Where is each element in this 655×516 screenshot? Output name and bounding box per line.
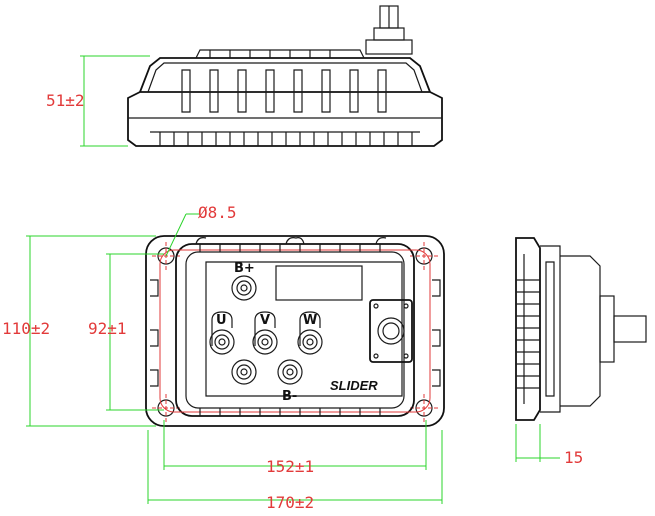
terminal-b-plus: B+ [231,261,257,301]
dim-overall-height: 110±2 [2,235,156,427]
label-area [275,265,363,301]
side-view [515,237,647,421]
dim-overall-width-label: 170±2 [266,493,314,512]
top-connector [365,5,413,55]
terminal-b-minus-label: B- [282,389,297,404]
dim-inner-height-label: 92±1 [88,319,127,338]
terminal-v-label: V [260,313,270,328]
dim-overall-width: 170±2 [147,430,443,512]
side-shaft [599,295,615,363]
terminal-v: V [252,311,278,355]
dim-overall-height-label: 110±2 [2,319,50,338]
front-plan-view: B+ U V W [145,235,445,427]
dim-height-label: 51±2 [46,91,85,110]
dim-inner-width: 152±1 [163,420,427,476]
terminal-lower-left [231,359,257,385]
dim-hole-diameter: Ø8.5 [165,203,237,257]
brand-logo: SLIDER [330,378,378,393]
dim-inner-height: 92±1 [88,253,164,411]
dim-side-depth-label: 15 [564,448,583,467]
terminal-w: W [297,311,323,355]
terminal-u: U [209,311,235,355]
dim-side-depth: 15 [515,424,583,467]
terminal-b-minus: B- [277,359,303,404]
cooling-fins [181,69,387,113]
base-teeth [150,131,420,146]
terminal-w-label: W [303,313,317,328]
top-elevation-view [127,5,443,147]
dim-hole-diameter-label: Ø8.5 [198,203,237,222]
terminal-u-label: U [216,313,227,328]
dim-inner-width-label: 152±1 [266,457,314,476]
dim-height-top-view: 51±2 [46,55,150,147]
signal-connector [369,299,413,363]
terminal-b-plus-label: B+ [234,261,255,276]
